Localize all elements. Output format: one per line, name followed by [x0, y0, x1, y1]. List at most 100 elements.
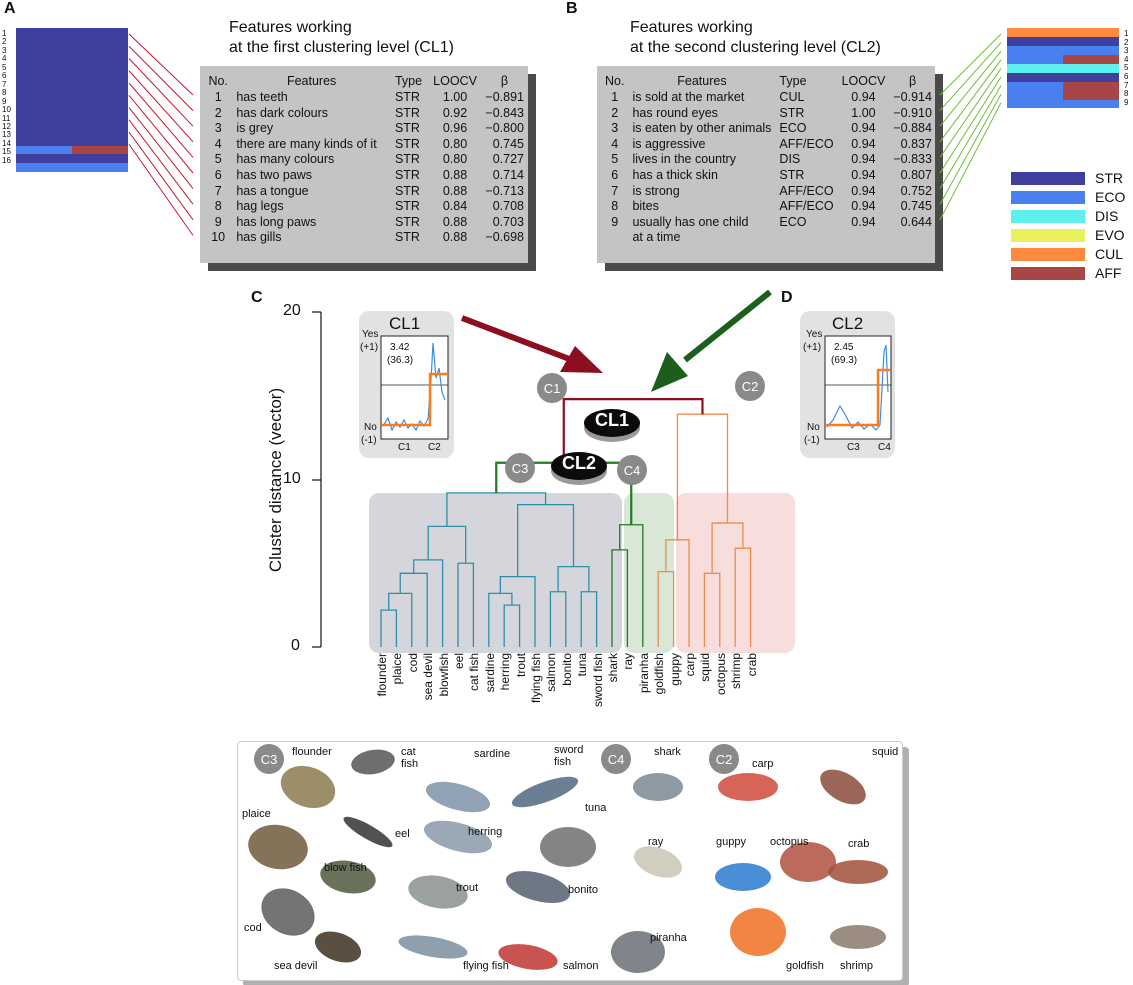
row-number: 4	[2, 54, 7, 64]
inset-no-label: No	[807, 422, 820, 433]
legend-label: ECO	[1095, 189, 1126, 205]
animal-illustration	[408, 875, 468, 909]
animal-illustration	[730, 908, 786, 956]
leaf-label: tuna	[575, 653, 590, 677]
leaf-label: cod	[405, 653, 420, 673]
cl1-connector-lines	[128, 33, 194, 236]
cl2-feature-matrix	[1007, 28, 1119, 108]
animal-illustration	[633, 773, 683, 801]
connector-line	[939, 33, 1002, 96]
matrix-cell-aff	[1063, 82, 1119, 100]
connector-line	[128, 70, 194, 143]
gallery-label: cat	[401, 746, 416, 758]
cl2-node-label: CL2	[561, 453, 596, 473]
dendrogram-tree	[380, 398, 752, 647]
row-number: 3	[1124, 46, 1129, 56]
connector-line	[939, 59, 1002, 143]
cl1-node-label: CL1	[594, 410, 629, 430]
legend-swatch	[1011, 228, 1085, 242]
row-number: 8	[2, 88, 7, 98]
row-number: 6	[1124, 71, 1129, 81]
connector-line	[128, 107, 194, 189]
gallery-label: octopus	[770, 836, 809, 848]
inset-plus-label: (+1)	[803, 342, 822, 353]
row-number: 2	[1124, 37, 1129, 47]
cl1-table-title: Features working at the first clustering…	[229, 19, 454, 56]
cl1-arrow	[460, 315, 603, 373]
animal-illustration	[505, 871, 571, 903]
legend-label: STR	[1095, 170, 1123, 186]
connector-line	[939, 76, 1002, 174]
animal-illustration	[498, 944, 558, 970]
animal-illustration	[540, 827, 596, 867]
inset-plus-label: (+1)	[360, 342, 379, 353]
legend-swatch	[1011, 190, 1085, 204]
animal-illustration	[611, 931, 665, 973]
inset-cl1-title: CL1	[389, 314, 421, 333]
connector-line	[128, 131, 194, 221]
animal-illustration	[398, 935, 468, 959]
cl2-arrow	[651, 289, 772, 392]
inset-x-label: C2	[428, 442, 441, 453]
gallery-label: crab	[848, 838, 870, 850]
matrix-cell-eco	[16, 163, 128, 172]
gallery-label: plaice	[242, 808, 271, 820]
leaf-label: goldfish	[652, 653, 667, 695]
table-header-row: No. Features Type LOOCV β	[208, 74, 509, 88]
inset-cl2-title: CL2	[832, 314, 864, 333]
legend-swatch	[1011, 209, 1085, 223]
legend-swatch	[1011, 171, 1085, 185]
animal-illustration	[820, 769, 866, 805]
leaf-label: shrimp	[729, 653, 744, 690]
connector-line	[128, 119, 194, 205]
cluster-c4-box	[624, 493, 674, 653]
legend-label: CUL	[1095, 246, 1124, 262]
leaf-label: eel	[452, 653, 466, 670]
cluster-badge-c1: C1	[537, 373, 567, 403]
inset-value-sub: (36.3)	[387, 355, 414, 366]
leaf-label: carp	[683, 653, 697, 677]
cluster-badge-c2: C2	[735, 371, 765, 401]
inset-yes-label: Yes	[362, 329, 379, 340]
row-number: 9	[2, 96, 7, 106]
connector-line	[128, 82, 194, 158]
gallery-label: tuna	[585, 802, 607, 814]
animal-illustration	[351, 749, 395, 775]
connector-line	[128, 58, 194, 127]
inset-minus-label: (-1)	[361, 435, 377, 446]
cl2-node	[551, 452, 607, 485]
connector-line	[939, 68, 1002, 158]
cluster-badge-c4: C4	[617, 455, 647, 485]
dendrogram-link	[562, 398, 704, 463]
panel-letter-a: A	[4, 0, 16, 17]
cluster-badge-c3: C3	[505, 453, 535, 483]
legend-label: EVO	[1095, 227, 1125, 243]
row-number: 10	[2, 105, 11, 115]
matrix-cell-dis	[1007, 64, 1119, 73]
panel-letter-c: C	[251, 289, 263, 306]
legend-item: ECO	[1011, 189, 1125, 205]
connector-line	[939, 42, 1002, 111]
row-number: 1	[1124, 29, 1129, 38]
gallery-label: squid	[872, 746, 899, 758]
row-number: 5	[2, 62, 7, 72]
animal-illustration	[425, 781, 491, 813]
gallery-label: goldfish	[786, 960, 824, 972]
row-number: 7	[2, 79, 7, 89]
gallery-label: guppy	[716, 836, 746, 848]
animal-illustration	[320, 860, 376, 894]
gallery-badge-c3: C3	[254, 744, 284, 774]
cluster-c3-box	[369, 493, 622, 653]
row-number: 12	[2, 121, 11, 131]
